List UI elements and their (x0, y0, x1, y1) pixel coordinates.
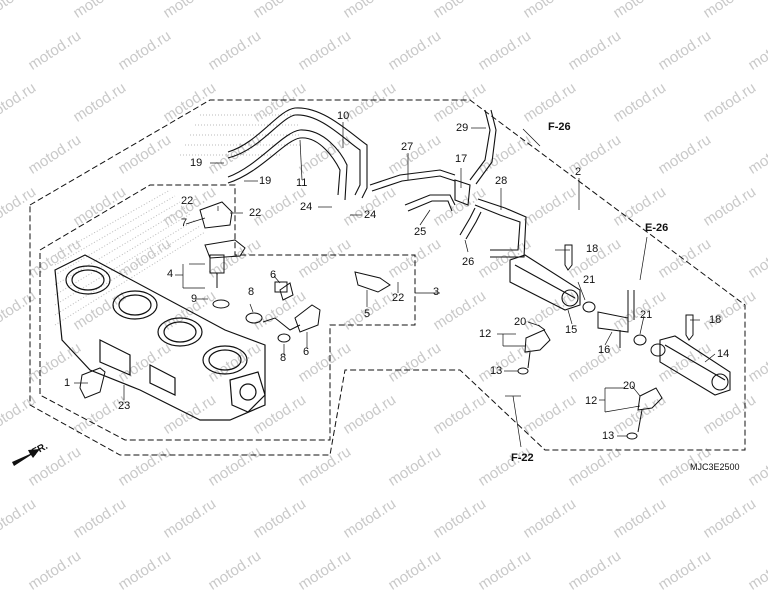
fuel-rail-15 (509, 254, 581, 311)
callout-8b[interactable]: 8 (280, 352, 287, 364)
seal-21a (582, 301, 596, 313)
callout-24a[interactable]: 24 (300, 201, 313, 213)
leader-lines (74, 122, 716, 448)
front-arrow-shape (12, 449, 40, 466)
callout-13b[interactable]: 13 (602, 430, 615, 442)
bolt-18b (685, 314, 694, 341)
seal-8a (245, 312, 263, 324)
callout-14[interactable]: 14 (717, 348, 730, 360)
callout-1[interactable]: 1 (64, 377, 71, 389)
callout-18a[interactable]: 18 (586, 243, 599, 255)
callout-22b[interactable]: 22 (249, 207, 262, 219)
callout-23[interactable]: 23 (118, 400, 131, 412)
callout-8a[interactable]: 8 (248, 286, 255, 298)
injector-lower (626, 387, 663, 440)
callout-3[interactable]: 3 (433, 286, 440, 298)
callout-20a[interactable]: 20 (514, 316, 527, 328)
seal-21c (650, 343, 666, 357)
callout-12b[interactable]: 12 (585, 395, 598, 407)
hoses-25-29 (369, 109, 527, 258)
callout-24b[interactable]: 24 (364, 209, 377, 221)
sensor-part-4 (204, 239, 246, 309)
bracket-part-7 (199, 201, 233, 229)
fuel-joint-16 (597, 290, 635, 348)
callout-17[interactable]: 17 (455, 153, 468, 165)
callout-20b[interactable]: 20 (623, 380, 636, 392)
injector-upper (517, 324, 551, 375)
shading-dots (54, 114, 300, 326)
callout-28[interactable]: 28 (495, 175, 508, 187)
callout-21b[interactable]: 21 (640, 309, 653, 321)
callout-27[interactable]: 27 (401, 141, 414, 153)
connector-pipe (262, 317, 301, 331)
reference-f26[interactable]: F-26 (548, 121, 571, 133)
callout-22a[interactable]: 22 (181, 195, 194, 207)
callout-21a[interactable]: 21 (583, 274, 596, 286)
hoses-10-11 (227, 107, 368, 201)
diagram-code: MJC3E2500 (690, 462, 740, 472)
throttle-body-boundary (39, 184, 416, 441)
diagram-drawing (12, 99, 746, 466)
part-1 (79, 367, 106, 399)
bolt-18a (564, 244, 573, 271)
throttle-body (54, 254, 266, 421)
callout-4[interactable]: 4 (167, 268, 174, 280)
bracket-part-5 (354, 271, 391, 293)
callout-19b[interactable]: 19 (259, 175, 272, 187)
callout-10[interactable]: 10 (337, 110, 350, 122)
callout-15[interactable]: 15 (565, 324, 578, 336)
seal-21b (633, 334, 647, 346)
assembly-boundary (29, 99, 746, 456)
callout-12a[interactable]: 12 (479, 328, 492, 340)
callout-18b[interactable]: 18 (709, 314, 722, 326)
reference-f22[interactable]: F-22 (511, 452, 534, 464)
seal-8b (277, 333, 291, 343)
callout-6b[interactable]: 6 (303, 346, 310, 358)
callout-2[interactable]: 2 (575, 166, 582, 178)
callout-5[interactable]: 5 (364, 308, 371, 320)
callout-22c[interactable]: 22 (392, 292, 405, 304)
callout-19a[interactable]: 19 (190, 157, 203, 169)
callout-11[interactable]: 11 (296, 177, 308, 189)
callout-7[interactable]: 7 (181, 217, 188, 229)
callout-26[interactable]: 26 (462, 256, 475, 268)
callout-13a[interactable]: 13 (490, 365, 503, 377)
callout-25[interactable]: 25 (414, 226, 427, 238)
fuel-rail-14 (659, 335, 731, 396)
callout-16[interactable]: 16 (598, 344, 611, 356)
callout-9[interactable]: 9 (191, 293, 198, 305)
callout-29[interactable]: 29 (456, 122, 469, 134)
reference-e26[interactable]: E-26 (645, 222, 669, 234)
callout-6a[interactable]: 6 (270, 269, 277, 281)
connectors-6 (274, 281, 321, 333)
